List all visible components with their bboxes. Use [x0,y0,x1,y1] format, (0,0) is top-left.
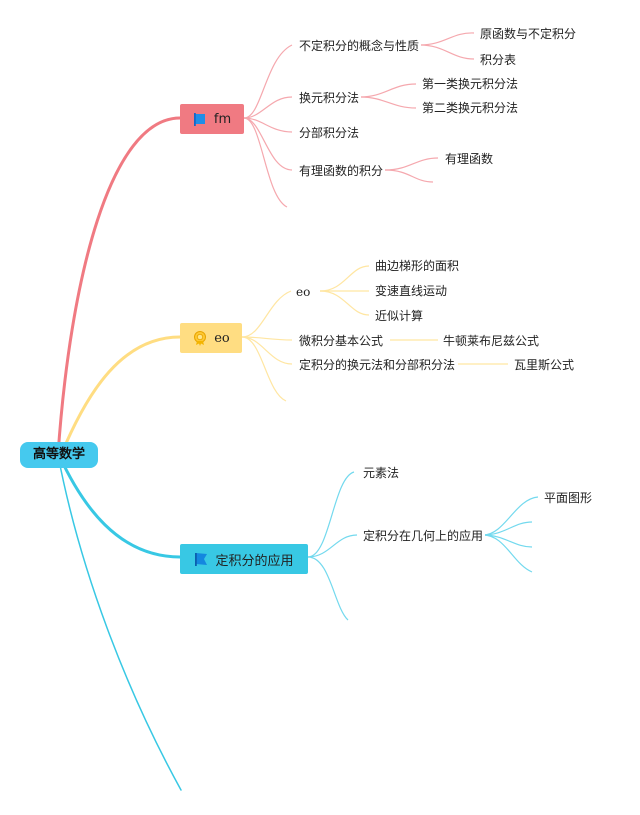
topic-node[interactable]: 平面图形 [542,490,595,506]
eo-child-connector [241,290,292,338]
topic-node[interactable]: 牛顿莱布尼兹公式 [441,333,542,349]
topic-node[interactable]: 定积分在几何上的应用 [361,528,486,544]
fm-child-connector [243,117,293,133]
fm-child-connector [243,96,293,119]
eo-grandchild-connector [319,290,370,316]
flag-icon [193,112,208,127]
branch-application-label: 定积分的应用 [215,553,294,569]
fm-grandchild-connector [384,169,434,183]
topic-node[interactable]: 第二类换元积分法 [420,100,521,116]
topic-node[interactable]: 积分表 [478,52,519,68]
topic-node[interactable]: eo [294,284,313,300]
topic-node[interactable]: 不定积分的概念与性质 [297,38,422,54]
topic-node[interactable]: 微积分基本公式 [297,333,386,349]
topic-node[interactable]: 分部积分法 [297,125,362,141]
fm-child-connector [243,117,288,208]
fm-grandchild-connector [419,32,475,46]
root-to-eo-connector [59,335,182,457]
topic-node[interactable]: 原函数与不定积分 [478,26,579,42]
app-child-connector [307,471,355,558]
topic-node[interactable]: 曲边梯形的面积 [373,258,462,274]
eo-grandchild-connector [319,265,370,292]
branch-fm-node[interactable]: fm [180,104,244,134]
eo-child-connector [241,336,293,365]
badge-icon [192,330,208,346]
topic-node[interactable]: 近似计算 [373,308,426,324]
eo-child-connector [241,336,287,402]
branch-application-node[interactable]: 定积分的应用 [180,544,308,574]
root-to-app-connector [57,453,182,559]
topic-node[interactable]: 换元积分法 [297,90,362,106]
topic-node[interactable]: 定积分的换元法和分部积分法 [297,357,458,373]
topic-node[interactable]: 瓦里斯公式 [512,357,577,373]
root-topic[interactable]: 高等数学 [20,442,98,468]
fm-grandchild-connector [384,157,439,171]
fm-grandchild-connector [419,44,475,60]
flag-icon [194,552,209,567]
app-grandchild-connector [482,534,533,573]
fm-grandchild-connector [359,83,417,98]
root-to-fm-connector [56,116,182,457]
topic-node[interactable]: 元素法 [361,465,402,481]
app-child-connector [307,534,358,558]
root-to-bottom-connector [57,454,182,791]
topic-node[interactable]: 第一类换元积分法 [420,76,521,92]
fm-child-connector [243,117,293,171]
app-grandchild-connector [482,521,533,536]
app-grandchild-connector [482,496,539,536]
topic-node[interactable]: 有理函数的积分 [297,163,386,179]
topic-node[interactable]: 变速直线运动 [373,283,450,299]
app-child-connector [307,556,349,621]
branch-fm-label: fm [213,111,232,127]
branch-eo-label: eo [214,330,230,346]
fm-child-connector [243,44,293,119]
branch-eo-node[interactable]: eo [180,323,242,353]
fm-grandchild-connector [359,96,417,109]
topic-node[interactable]: 有理函数 [443,151,496,167]
